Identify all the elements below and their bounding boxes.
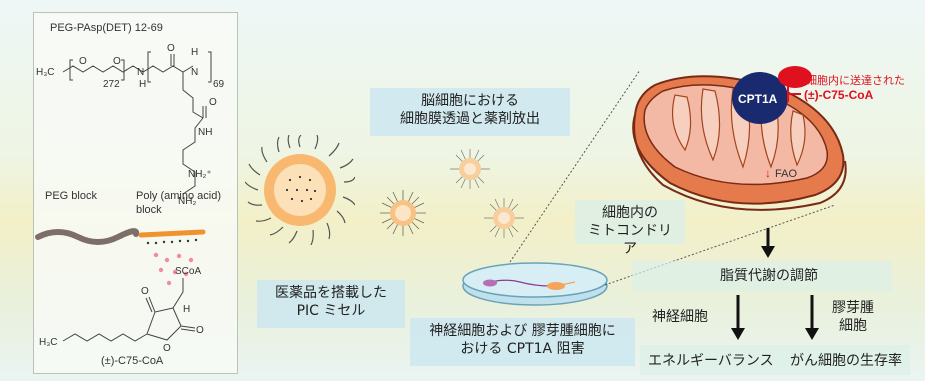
atom-o-2: O [113,56,121,67]
atom-h-c75: H [183,304,190,315]
micelle-core [274,164,326,216]
cpt1a-inhibition-label-box: 神経細胞および 膠芽腫細胞に おける CPT1A 阻害 [410,318,635,366]
energy-balance-label: エネルギーバランス [648,353,774,369]
positive-charges [146,238,198,245]
atom-h-1: H [139,79,146,90]
atom-o-c75-1: O [141,286,149,297]
petri-dish [462,262,608,306]
atom-h-2: H [191,47,198,58]
cpt1a-inhibition-line1: 神経細胞および 膠芽腫細胞に [429,323,616,339]
inhibition-stem [789,93,801,95]
micelle-label-box: 医薬品を搭載した PIC ミセル [257,280,405,328]
drug-particles [153,252,194,286]
cpt1a-label: CPT1A [738,92,778,106]
polymer-structure-drawing: H₃C O O 272 N H O H N 69 O NH NH₂⁺ NH₂ P… [35,43,225,367]
glioblastoma-label-line1: 膠芽腫 [832,300,874,316]
h3c-text: H₃C [36,67,55,78]
polyamino-chain-shape [138,229,206,238]
c75-coa-label: (±)-C75-CoA [804,88,874,102]
cpt1a-protein [732,72,788,124]
brain-cell-label-box: 脳細胞における 細胞膜透過と薬剤放出 [370,88,570,136]
atom-nh2-plus: NH₂⁺ [188,169,212,180]
pic-micelle-small-2 [450,149,490,189]
micelle-label-line1: 医薬品を搭載した [275,285,387,301]
mitochondria-label-line1: 細胞内の [602,205,658,221]
atom-n-1: N [137,67,144,78]
cancer-survival-label: がん細胞の生存率 [790,353,902,369]
c75-coa-molecule [778,66,812,88]
glioblastoma-label-line2: 細胞 [839,318,867,334]
delivered-label: 細胞内に送達された [806,74,905,87]
atom-o-3: O [167,43,175,54]
inhibition-bar [787,86,789,102]
polyamino-label-line2: block [136,204,162,216]
atom-o-c75-2: O [196,325,204,336]
subscript-272: 272 [103,79,120,90]
polymer-name: PEG-PAsp(DET) 12-69 [50,22,163,34]
fao-arrow: ↓ [765,166,771,180]
h3c-bottom-text: H₃C [39,337,58,348]
peg-chain-shape [35,228,140,245]
polyamino-label-line1: Poly (amino acid) [136,190,221,202]
polymer-structure-panel [33,12,238,374]
pic-micelle-small-3 [484,198,524,238]
brain-cell-label-line1: 脳細胞における [421,93,519,109]
neuron-cell [483,279,497,287]
lipid-metabolism-label: 脂質代謝の調節 [720,268,818,284]
subscript-69: 69 [213,79,225,90]
compound-label: (±)-C75-CoA [101,355,164,367]
atom-o-4: O [209,97,217,108]
peg-block-label: PEG block [45,190,97,202]
scoa-text: SCoA [175,266,201,277]
cpt1a-inhibition-line2: おける CPT1A 阻害 [460,341,585,357]
mitochondrion: CPT1A ↓ FAO [632,66,847,211]
atom-nh: NH [198,127,212,138]
atom-o-1: O [79,56,87,67]
brain-cell-label-line2: 細胞膜透過と薬剤放出 [400,111,540,127]
pic-micelle-large [245,135,355,245]
lipid-metabolism-box [632,261,892,291]
atom-o-c75-3: O [163,343,171,354]
glioblastoma-label: 膠芽腫 細胞 [832,299,874,335]
mitochondria-label-line2: ミトコンドリア [588,223,672,257]
mitochondria-label-box: 細胞内の ミトコンドリア [575,200,685,257]
atom-n-2: N [191,67,198,78]
micelle-label-line2: PIC ミセル [296,303,366,319]
pic-micelle-small-1 [380,190,426,236]
outcome-box [640,345,910,375]
neuron-label: 神経細胞 [652,309,708,325]
fao-label: FAO [775,168,797,180]
atom-nh2-end: NH₂ [178,196,196,207]
